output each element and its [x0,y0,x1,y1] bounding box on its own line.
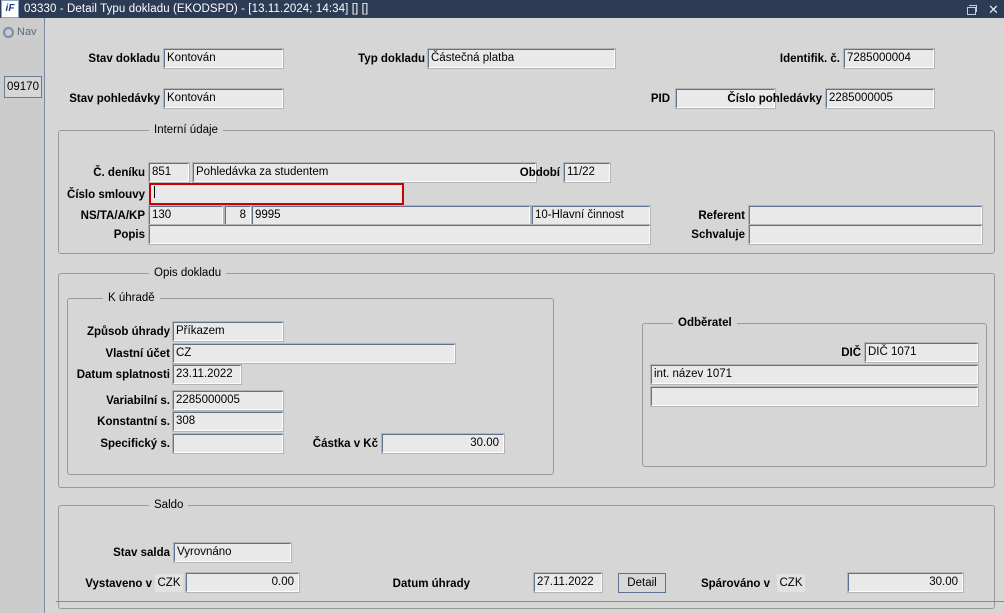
saldo-group: Saldo [58,498,995,609]
opis-dokladu-group: Opis dokladu [58,266,995,488]
restore-icon[interactable] [965,3,978,16]
dic-label: DIČ [841,347,861,359]
bottom-separator [56,601,1004,602]
close-icon[interactable]: ✕ [988,1,999,17]
cislo-pohledavky-label: Číslo pohledávky [727,93,822,105]
cislo-pohledavky-field[interactable]: 2285000005 [825,88,935,109]
castka-label: Částka v Kč [312,438,378,450]
nav-circle-icon [3,26,14,38]
zpusob-uhrady-label: Způsob úhrady [86,326,170,338]
pid-label: PID [650,93,670,105]
vlastni-ucet-field[interactable]: CZ [172,343,456,364]
popis-field[interactable] [148,224,651,245]
datum-splatnosti-field[interactable]: 23.11.2022 [172,364,242,385]
schvaluje-field[interactable] [748,224,983,245]
schvaluje-label: Schvaluje [691,229,745,241]
konstantni-label: Konstantní s. [97,416,170,428]
window-controls: ✕ [965,0,1000,18]
referent-label: Referent [698,210,745,222]
obdobi-field[interactable]: 11/22 [563,162,611,183]
odberatel-title: Odběratel [673,316,737,330]
detail-button[interactable]: Detail [618,573,666,593]
variabilni-field[interactable]: 2285000005 [172,390,284,411]
nav-button[interactable]: Nav [3,26,37,38]
app-logo-icon: iF [1,0,19,18]
nav-label: Nav [17,26,37,38]
typ-dokladu-label: Typ dokladu [358,53,425,65]
kp-field[interactable]: 10-Hlavní činnost [531,205,651,226]
pid-field[interactable] [675,88,776,109]
dic-field[interactable]: DIČ 1071 [864,342,979,363]
cislo-smlouvy-label: Číslo smlouvy [67,189,145,201]
a-field[interactable]: 9995 [251,205,531,226]
popis-label: Popis [113,229,145,241]
nav-code-field[interactable]: 09170 [4,76,42,98]
interni-udaje-group: Interní údaje [58,123,995,254]
identifik-label: Identifik. č. [779,53,840,65]
sparovano-currency: CZK [777,574,805,592]
stav-dokladu-label: Stav dokladu [88,53,160,65]
datum-splatnosti-label: Datum splatnosti [76,369,170,381]
window-title: 03330 - Detail Typu dokladu (EKODSPD) - … [24,3,369,15]
sparovano-field[interactable]: 30.00 [847,572,964,593]
zpusob-uhrady-field[interactable]: Příkazem [172,321,284,342]
konstantni-field[interactable]: 308 [172,411,284,432]
datum-uhrady-field[interactable]: 27.11.2022 [533,572,603,593]
c-deniku-label: Č. deníku [93,167,145,179]
interni-udaje-title: Interní údaje [149,123,223,137]
referent-field[interactable] [748,205,983,226]
left-nav-strip: Nav 09170 [0,18,45,613]
vystaveno-currency: CZK [155,574,183,592]
datum-uhrady-label: Datum úhrady [392,578,470,590]
ta-field[interactable]: 8 [224,205,252,226]
vystaveno-field[interactable]: 0.00 [185,572,300,593]
stav-pohledavky-label: Stav pohledávky [69,93,160,105]
opis-dokladu-title: Opis dokladu [149,266,227,280]
variabilni-label: Variabilní s. [106,395,170,407]
typ-dokladu-field[interactable]: Částečná platba [427,48,616,69]
identifik-field[interactable]: 7285000004 [843,48,935,69]
stav-salda-field[interactable]: Vyrovnáno [173,542,292,563]
obdobi-label: Období [519,167,560,179]
k-uhrade-group: K úhradě [67,291,554,475]
odberatel-nazev-field[interactable]: int. název 1071 [650,364,979,385]
sparovano-label: Spárováno v [700,578,770,590]
stav-salda-label: Stav salda [113,547,170,559]
saldo-title: Saldo [149,498,189,512]
ns-ta-a-kp-label: NS/TA/A/KP [80,210,145,222]
odberatel-group: Odběratel [642,316,987,467]
castka-field[interactable]: 30.00 [381,433,505,454]
specificky-field[interactable] [172,433,284,454]
ns-field[interactable]: 130 [148,205,224,226]
stav-pohledavky-field[interactable]: Kontován [163,88,284,109]
odberatel-nazev2-field[interactable] [650,386,979,407]
text-caret [154,186,155,198]
vystaveno-label: Vystaveno v [85,578,152,590]
cislo-smlouvy-field[interactable] [149,183,404,205]
specificky-label: Specifický s. [100,438,170,450]
title-bar: iF 03330 - Detail Typu dokladu (EKODSPD)… [0,0,1004,18]
k-uhrade-title: K úhradě [103,291,160,305]
vlastni-ucet-label: Vlastní účet [105,348,170,360]
c-deniku-field[interactable]: 851 [148,162,190,183]
form-canvas: Stav dokladu Kontován Typ dokladu Částeč… [45,18,1004,613]
c-deniku-text-field[interactable]: Pohledávka za studentem [192,162,537,183]
stav-dokladu-field[interactable]: Kontován [163,48,284,69]
